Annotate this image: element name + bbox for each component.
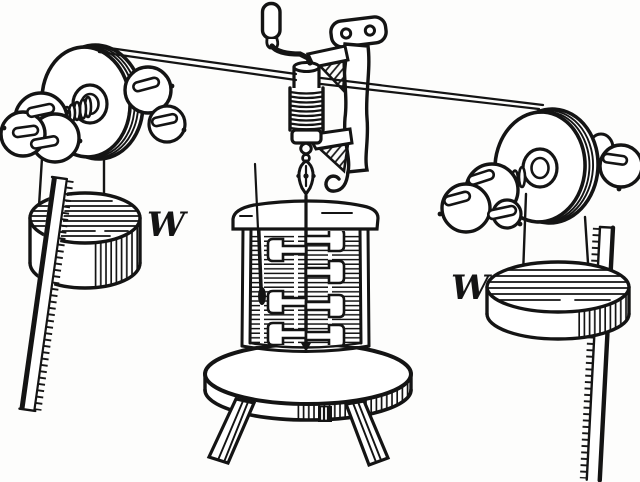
winding-drum xyxy=(288,61,325,197)
paddle xyxy=(266,237,308,263)
tommy-pin xyxy=(150,112,179,128)
near-knob-cluster xyxy=(0,91,83,164)
mounting-plate xyxy=(329,15,388,49)
tommy-pin xyxy=(467,169,496,186)
paddle xyxy=(266,289,308,315)
thermometer-bulb xyxy=(258,287,266,305)
stool-back-leg xyxy=(318,406,332,422)
tommy-pin xyxy=(29,135,60,150)
wall-bracket xyxy=(305,15,388,193)
wheel-hub xyxy=(521,147,559,189)
top-hatch xyxy=(30,200,140,237)
clevis-coupling xyxy=(296,159,316,197)
stool-right-leg xyxy=(343,399,391,468)
paddle xyxy=(304,231,346,253)
knob-disc xyxy=(598,143,640,189)
tommy-pin xyxy=(443,190,472,207)
paddle xyxy=(304,293,346,319)
ruler-graduations xyxy=(34,180,74,411)
label-right-weight: W xyxy=(451,268,492,308)
tommy-pin xyxy=(11,124,40,139)
cord-drum-to-right xyxy=(319,76,545,111)
tommy-pin xyxy=(132,76,161,93)
far-knob-cluster xyxy=(598,143,640,192)
right-pulley xyxy=(437,107,640,234)
left-pulley xyxy=(0,43,187,164)
drive-cord xyxy=(37,45,590,277)
vessel-walls xyxy=(240,227,371,348)
bolt-hole xyxy=(363,24,377,37)
crank-arm xyxy=(269,43,313,66)
stool-left-leg xyxy=(206,397,257,465)
thermometer-stem xyxy=(253,162,260,231)
crank xyxy=(260,1,313,66)
lower-gusset xyxy=(317,142,350,174)
paddle xyxy=(304,323,346,345)
near-knob-cluster xyxy=(437,162,523,234)
left-scale-ruler xyxy=(18,175,74,413)
paddle-stirrer xyxy=(266,231,346,345)
stool xyxy=(203,342,413,468)
cord-left-to-drum xyxy=(97,45,298,82)
paddle xyxy=(304,259,346,285)
cord-right-weight xyxy=(521,192,590,277)
knob-disc xyxy=(123,65,173,115)
right-weight xyxy=(485,260,631,341)
tommy-pin xyxy=(25,102,56,119)
bolt-hole xyxy=(339,27,353,40)
stool-top xyxy=(203,342,413,406)
spindle-cap xyxy=(292,61,321,73)
bracket-hook xyxy=(324,170,350,193)
crank-grip xyxy=(260,1,282,41)
swivel-knot xyxy=(299,141,313,156)
ruler-dark-edge xyxy=(19,177,57,410)
tommy-pin xyxy=(601,152,629,166)
label-left-weight: W xyxy=(147,205,188,245)
lower-collar xyxy=(290,128,323,145)
far-knob-cluster xyxy=(123,65,187,144)
top-hatch xyxy=(487,269,629,301)
tommy-pin xyxy=(487,204,518,221)
upper-gusset xyxy=(317,59,348,93)
shaft-bearing xyxy=(301,343,311,352)
calorimeter-vessel xyxy=(231,162,380,353)
